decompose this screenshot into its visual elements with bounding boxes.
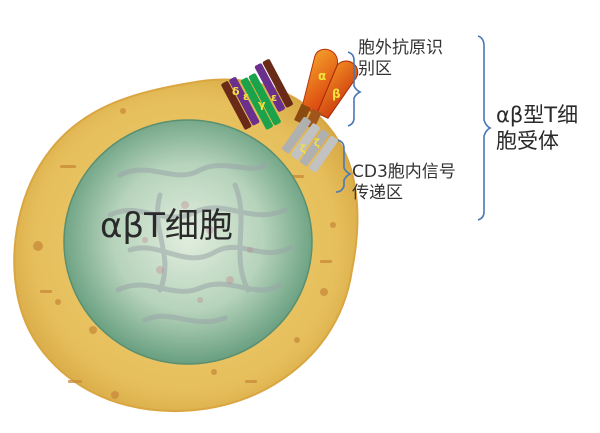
svg-text:γ: γ: [258, 98, 266, 111]
cd3-complex: [221, 59, 293, 130]
bracket-signal: [335, 139, 352, 193]
zeta-letters: ζ ζ: [300, 138, 320, 155]
receptor-label: αβ型T细胞受体: [496, 103, 579, 154]
svg-text:β: β: [332, 87, 341, 101]
bracket-extracellular: [347, 51, 362, 127]
svg-text:ζ: ζ: [300, 144, 306, 155]
signal-region-label: CD3胞内信号传递区: [352, 162, 456, 204]
svg-text:ε: ε: [243, 90, 249, 103]
cell-label: αβT细胞: [100, 206, 233, 246]
extracellular-region-label: 胞外抗原识别区: [358, 38, 443, 80]
svg-text:δ: δ: [232, 85, 240, 98]
cell-nucleus: [63, 119, 313, 365]
cytoplasm-granules: [33, 108, 336, 399]
svg-text:α: α: [318, 69, 326, 83]
cd3-letters: δ ε γ ε: [232, 85, 277, 111]
svg-text:ζ: ζ: [314, 138, 320, 149]
zeta-chain: [282, 117, 338, 173]
bracket-receptor: [477, 35, 492, 221]
tcr-letters: α β: [318, 69, 341, 101]
svg-text:ε: ε: [271, 91, 277, 104]
